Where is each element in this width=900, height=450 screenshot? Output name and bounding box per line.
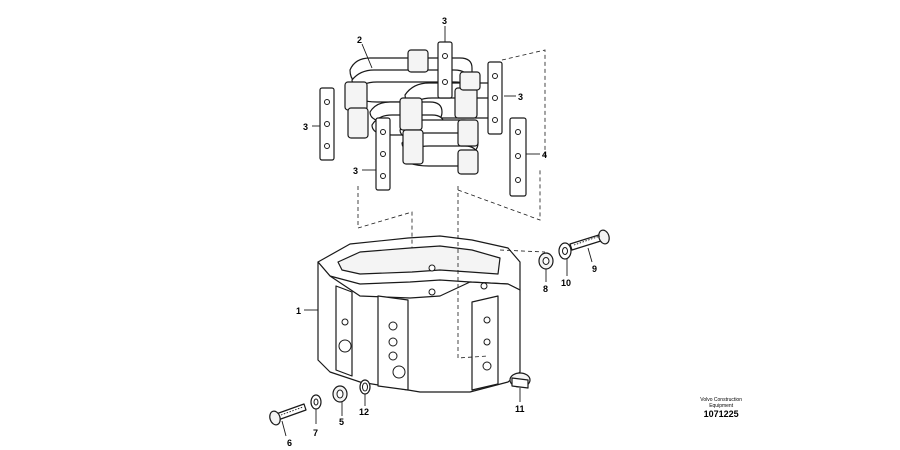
callout-5: 5	[339, 417, 344, 427]
callout-6: 6	[287, 438, 292, 448]
callout-7: 7	[313, 428, 318, 438]
bushing-part-8	[538, 252, 554, 270]
callout-11: 11	[515, 404, 525, 414]
heater-housing	[317, 235, 521, 393]
leader-lines	[281, 26, 593, 437]
bolt-part-6	[269, 403, 307, 426]
brand-block: Volvo Construction Equipment 1071225	[700, 397, 742, 420]
callout-3-lower: 3	[353, 166, 358, 176]
brand-line-1: Volvo Construction	[700, 397, 742, 403]
callout-labels: 1 2 3 3 3 3 4 5 6 7 8 9 10 11 12	[287, 16, 597, 448]
clamp-plate-center-lower	[375, 117, 391, 191]
callout-1: 1	[296, 306, 301, 316]
callout-4: 4	[542, 150, 547, 160]
callout-2: 2	[357, 35, 362, 45]
clamp-plate-right-lower	[509, 117, 527, 197]
clamp-plate-right-upper	[487, 61, 503, 135]
callout-9: 9	[592, 264, 597, 274]
callout-3-top: 3	[442, 16, 447, 26]
callout-3-left: 3	[303, 122, 308, 132]
bushing-part-5	[332, 385, 348, 403]
brand-line-2: Equipment	[709, 403, 734, 409]
alignment-lines	[357, 49, 546, 359]
o-ring-part-12	[359, 379, 371, 395]
callout-3-right: 3	[518, 92, 523, 102]
heater-coil-assembly	[344, 49, 502, 175]
callout-10: 10	[561, 278, 571, 288]
plug-part-11	[509, 372, 531, 389]
washer-part-10	[558, 242, 572, 260]
drawing-number: 1071225	[703, 409, 739, 419]
callout-12: 12	[359, 407, 369, 417]
clamp-plate-top	[437, 41, 453, 99]
bolt-part-9	[569, 229, 610, 251]
washer-part-7	[310, 394, 322, 410]
callout-8: 8	[543, 284, 548, 294]
clamp-plate-left	[319, 87, 335, 161]
